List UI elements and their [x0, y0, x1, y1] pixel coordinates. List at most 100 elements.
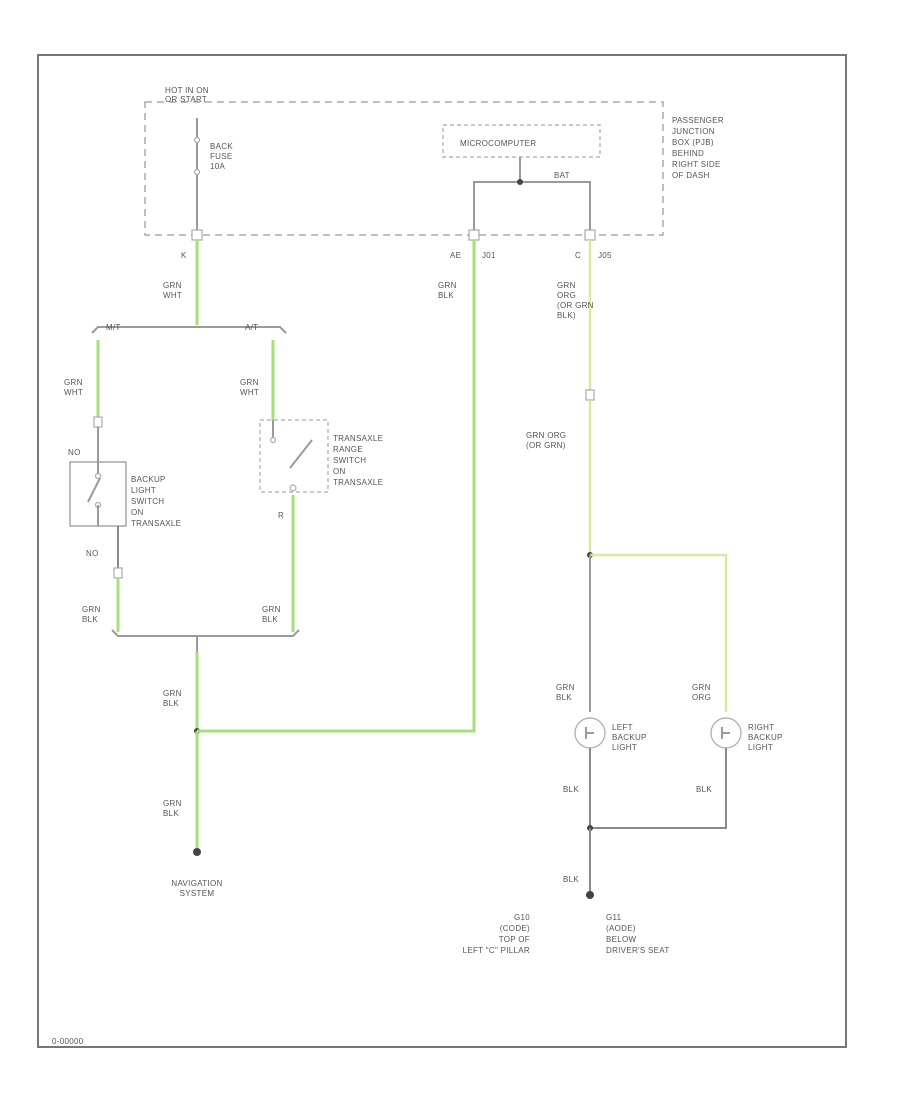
- label-code: 0-00000: [52, 1037, 84, 1046]
- label-line: ORG: [692, 693, 711, 702]
- fuse-terminal-top: [193, 136, 201, 144]
- wire-right-light-ground: [590, 748, 727, 829]
- switch-output-join: [111, 629, 300, 637]
- label-line: RANGE: [333, 445, 363, 454]
- backup-switch-pivot-top: [94, 472, 102, 480]
- label-line: BLK: [563, 875, 579, 884]
- label-line: BLK): [557, 311, 576, 320]
- label-pin-ae: AE: [450, 251, 461, 260]
- label-wire-grn-org-mid: GRN ORG(OR GRN): [526, 431, 566, 450]
- label-line: SWITCH: [333, 456, 366, 465]
- label-line: GRN: [163, 799, 182, 808]
- label-line: BOX (PJB): [672, 138, 714, 147]
- tr-switch-output-terminal: [289, 484, 297, 492]
- label-line: GRN: [438, 281, 457, 290]
- backup-switch-connector-top: [93, 416, 103, 428]
- label-line: RIGHT: [748, 723, 774, 732]
- transaxle-range-switch: [259, 419, 329, 493]
- label-line: J05: [598, 251, 612, 260]
- label-line: BELOW: [606, 935, 637, 944]
- label-line: ON: [131, 508, 144, 517]
- label-line: ORG: [557, 291, 576, 300]
- label-tr-switch: TRANSAXLE RANGE SWITCH ON TRANSAXLE: [333, 434, 383, 487]
- label-line: PASSENGER: [672, 116, 724, 125]
- tr-switch-pivot: [269, 436, 277, 444]
- label-line: ON: [333, 467, 346, 476]
- label-line: GRN: [692, 683, 711, 692]
- tr-switch-contact: [289, 439, 313, 469]
- microcomputer-wire: [473, 181, 591, 232]
- label-line: (AODE): [606, 924, 636, 933]
- microcomputer-box: [442, 124, 601, 158]
- label-line: C: [575, 251, 581, 260]
- label-line: TRANSAXLE: [333, 434, 383, 443]
- label-line: GRN: [64, 378, 83, 387]
- label-line: MICROCOMPUTER: [460, 139, 536, 148]
- label-pin-k: K: [181, 251, 187, 260]
- label-line: BLK: [556, 693, 572, 702]
- label-line: BACK: [210, 142, 233, 151]
- fuse-terminal-bottom: [193, 168, 201, 176]
- label-line: SYSTEM: [180, 889, 215, 898]
- label-pin-c: C: [575, 251, 581, 260]
- label-line: 0-00000: [52, 1037, 84, 1046]
- wire-ae-grn-blk: [197, 240, 476, 733]
- label-line: G10: [514, 913, 530, 922]
- label-line: GRN: [556, 683, 575, 692]
- backup-switch-contact: [87, 477, 101, 503]
- label-line: NAVIGATION: [171, 879, 222, 888]
- label-line: NO: [86, 549, 99, 558]
- label-line: NO: [68, 448, 81, 457]
- ground-terminal: [586, 891, 594, 899]
- label-line: J01: [482, 251, 496, 260]
- label-line: GRN: [163, 689, 182, 698]
- label-line: AE: [450, 251, 461, 260]
- label-j01: J01: [482, 251, 496, 260]
- label-line: BLK: [563, 785, 579, 794]
- label-line: GRN: [163, 281, 182, 290]
- connector-ae: [468, 229, 480, 241]
- label-line: (CODE): [500, 924, 530, 933]
- label-line: LEFT: [612, 723, 633, 732]
- label-line: BACKUP: [131, 475, 166, 484]
- hot-in-on-box: [144, 101, 664, 236]
- label-line: TRANSAXLE: [333, 478, 383, 487]
- label-line: R: [278, 511, 284, 520]
- label-line: WHT: [240, 388, 259, 397]
- label-mt: M/T: [106, 323, 121, 332]
- label-line: TRANSAXLE: [131, 519, 181, 528]
- connector-k: [191, 229, 203, 241]
- label-line: OF DASH: [672, 171, 710, 180]
- label-at: A/T: [245, 323, 258, 332]
- label-line: BLK: [262, 615, 278, 624]
- backup-switch-connector-bottom: [113, 567, 123, 579]
- label-line: DRIVER'S SEAT: [606, 946, 670, 955]
- label-line: BEHIND: [672, 149, 704, 158]
- label-line: BLK: [163, 699, 179, 708]
- label-line: JUNCTION: [672, 127, 715, 136]
- label-line: GRN: [240, 378, 259, 387]
- label-line: BLK: [696, 785, 712, 794]
- diagram-frame: [37, 54, 847, 1048]
- label-line: K: [181, 251, 187, 260]
- navigation-terminal: [193, 848, 201, 856]
- label-line: HOT IN ON: [165, 86, 209, 95]
- mt-at-split: [91, 326, 287, 334]
- label-line: SWITCH: [131, 497, 164, 506]
- label-j05: J05: [598, 251, 612, 260]
